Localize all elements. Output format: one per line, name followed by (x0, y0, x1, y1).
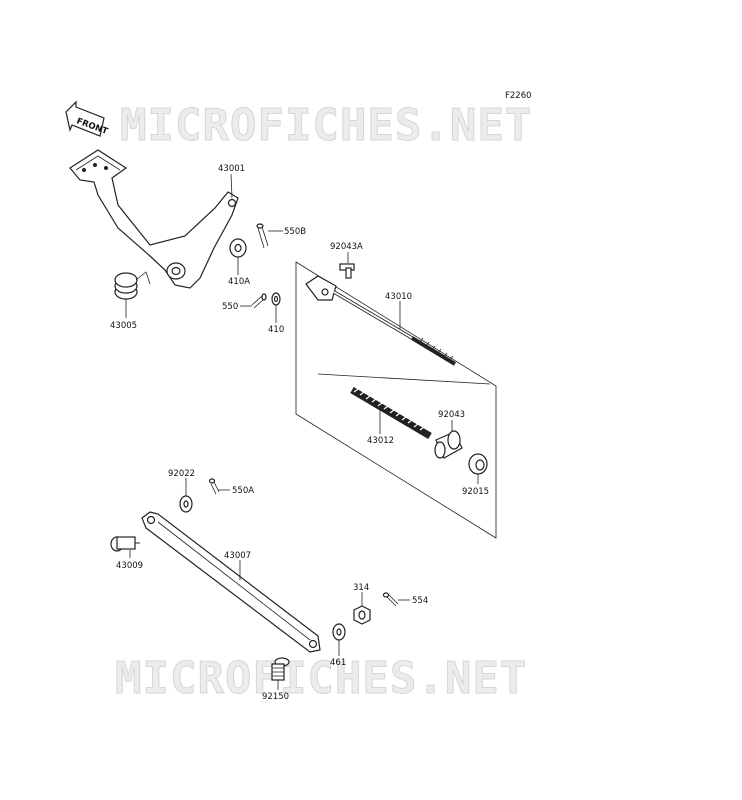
washer-410 (271, 292, 281, 306)
washer-92022 (179, 495, 193, 513)
leader-lines (125, 173, 479, 690)
link-rod (141, 511, 321, 653)
watermark-top: MICROFICHES.NET (120, 100, 532, 151)
label-554: 554 (412, 596, 428, 606)
pivot-bolt-43009 (110, 536, 140, 552)
washer-461 (332, 623, 346, 641)
label-550b: 550B (284, 227, 306, 237)
label-314: 314 (353, 583, 369, 593)
cotter-pin-554 (382, 592, 399, 607)
brake-rod (305, 275, 457, 366)
label-43012: 43012 (367, 436, 394, 446)
rod-spring (350, 386, 432, 440)
label-92043: 92043 (438, 410, 465, 420)
nut-314 (353, 605, 371, 625)
cotter-pin-550a (208, 478, 220, 495)
label-410: 410 (268, 325, 284, 335)
label-92022: 92022 (168, 469, 195, 479)
rod-assembly-panel (295, 261, 497, 539)
trunnion-92043 (434, 430, 463, 459)
watermark-bottom: MICROFICHES.NET (115, 653, 527, 704)
return-spring (114, 271, 151, 300)
brake-pedal (69, 149, 239, 289)
label-92150: 92150 (262, 692, 289, 702)
label-43005: 43005 (110, 321, 137, 331)
label-43001: 43001 (218, 164, 245, 174)
cotter-pin-550b (256, 223, 269, 249)
cotter-pin-550 (251, 293, 267, 309)
front-arrow-icon: FRONT (65, 100, 109, 137)
label-92043a: 92043A (330, 242, 363, 252)
label-410a: 410A (228, 277, 250, 287)
label-550: 550 (222, 302, 238, 312)
label-550a: 550A (232, 486, 254, 496)
label-92015: 92015 (462, 487, 489, 497)
label-461: 461 (330, 658, 346, 668)
guide-line (317, 373, 491, 385)
label-43007: 43007 (224, 551, 251, 561)
adjusting-nut-92015 (468, 453, 488, 475)
label-43010: 43010 (385, 292, 412, 302)
clevis-pin-92043a (339, 263, 355, 279)
figure-code: F2260 (505, 91, 532, 101)
washer-410a (229, 238, 247, 258)
bolt-92150 (271, 657, 290, 681)
label-43009: 43009 (116, 561, 143, 571)
